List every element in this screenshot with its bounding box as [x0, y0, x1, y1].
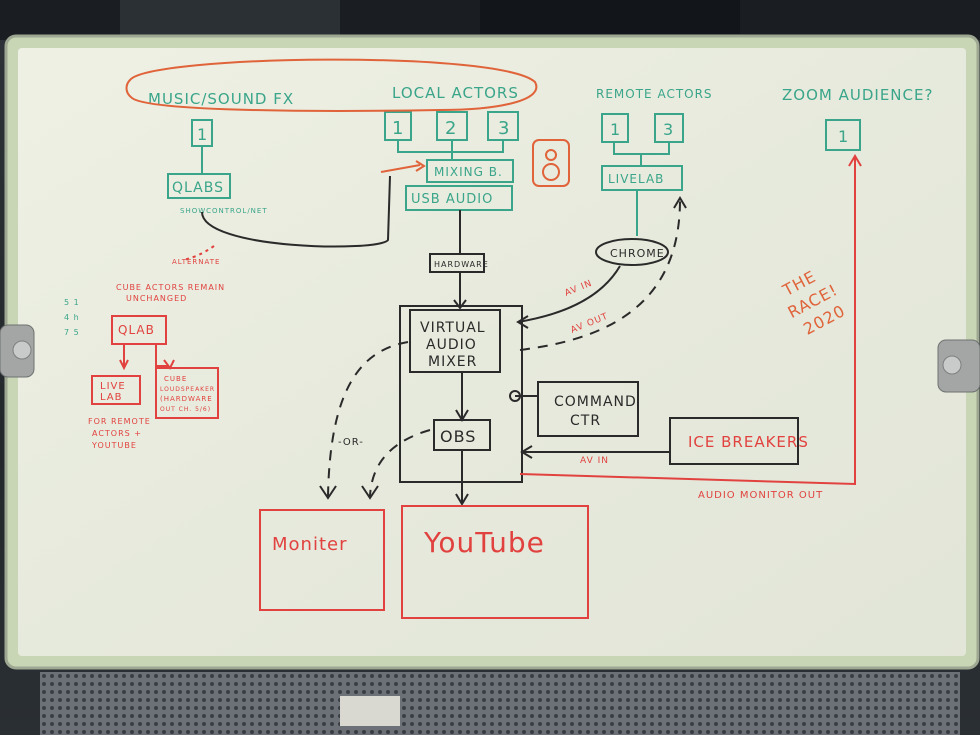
virtual-mixer-box	[409, 309, 501, 373]
svg-text:4 h: 4 h	[64, 313, 80, 322]
qlabs-subtext: SHOWCONTROL/NET	[180, 207, 268, 215]
qlabs-box	[167, 173, 231, 199]
monitor-text: Moniter	[272, 534, 347, 555]
svg-text:LAB: LAB	[100, 392, 123, 403]
monitor-box	[259, 509, 385, 611]
svg-text:ACTORS +: ACTORS +	[92, 429, 142, 438]
svg-text:AUDIO MONITOR OUT: AUDIO MONITOR OUT	[698, 490, 823, 501]
livelab-text: LIVELAB	[608, 172, 664, 186]
hardware-box	[429, 253, 485, 273]
music-label: MUSIC/SOUND FX	[148, 90, 294, 108]
mixing-box	[426, 159, 514, 183]
icebreakers-text: ICE BREAKERS	[688, 433, 809, 451]
command-box	[537, 381, 639, 437]
svg-text:CUBE: CUBE	[164, 375, 187, 383]
svg-text:UNCHANGED: UNCHANGED	[126, 294, 187, 303]
youtube-box	[401, 505, 589, 619]
zoom-audience-label: ZOOM AUDIENCE?	[782, 86, 933, 104]
usb-text: USB AUDIO	[411, 192, 493, 207]
speaker-grill	[40, 672, 960, 735]
svg-text:MIXER: MIXER	[428, 354, 477, 370]
svg-text:VIRTUAL: VIRTUAL	[420, 320, 486, 336]
music-ellipse	[125, 58, 538, 112]
svg-text:COMMAND: COMMAND	[554, 394, 637, 410]
remote-actors-label: REMOTE ACTORS	[596, 87, 713, 101]
svg-text:-OR-: -OR-	[338, 437, 364, 448]
speaker-icon	[532, 139, 570, 187]
svg-text:AUDIO: AUDIO	[426, 337, 477, 353]
youtube-text: YouTube	[423, 526, 545, 559]
svg-text:CTR: CTR	[570, 413, 601, 429]
svg-text:1: 1	[838, 127, 849, 146]
qlabs-text: QLABS	[172, 180, 224, 196]
svg-text:YOUTUBE: YOUTUBE	[91, 441, 137, 450]
svg-text:5 1: 5 1	[64, 298, 80, 307]
svg-text:CUBE ACTORS REMAIN: CUBE ACTORS REMAIN	[116, 283, 225, 292]
livelab-box	[601, 165, 683, 191]
svg-text:1: 1	[392, 118, 404, 139]
svg-text:1: 1	[197, 125, 208, 144]
svg-text:LIVE: LIVE	[100, 381, 126, 392]
svg-text:3: 3	[663, 120, 674, 139]
livelab-red-box	[91, 375, 141, 405]
svg-text:2: 2	[445, 118, 457, 139]
svg-text:QLAB: QLAB	[118, 323, 155, 337]
icebreakers-box	[669, 417, 799, 465]
obs-text: OBS	[440, 427, 476, 446]
right-clamp	[937, 339, 980, 393]
mixing-text: MIXING B.	[434, 165, 503, 179]
local-actors-label: LOCAL ACTORS	[392, 84, 519, 102]
chrome-text: CHROME	[610, 247, 665, 260]
svg-text:FOR REMOTE: FOR REMOTE	[88, 417, 151, 426]
svg-text:AV IN: AV IN	[580, 456, 609, 466]
svg-text:7 5: 7 5	[64, 328, 80, 337]
zoom-box-1	[825, 119, 861, 151]
loudspeaker-red-box	[155, 367, 219, 419]
svg-text:1: 1	[610, 120, 621, 139]
svg-text:3: 3	[498, 118, 510, 139]
qlab-red-box	[111, 315, 167, 345]
svg-text:(HARDWARE: (HARDWARE	[160, 395, 213, 403]
left-clamp	[0, 324, 35, 378]
svg-text:LOUDSPEAKER: LOUDSPEAKER	[160, 386, 215, 393]
svg-text:HARDWARE: HARDWARE	[434, 260, 489, 269]
svg-text:OUT CH. 5/6): OUT CH. 5/6)	[160, 406, 211, 413]
svg-text:ALTERNATE: ALTERNATE	[172, 258, 220, 266]
chrome-ellipse	[595, 238, 669, 266]
